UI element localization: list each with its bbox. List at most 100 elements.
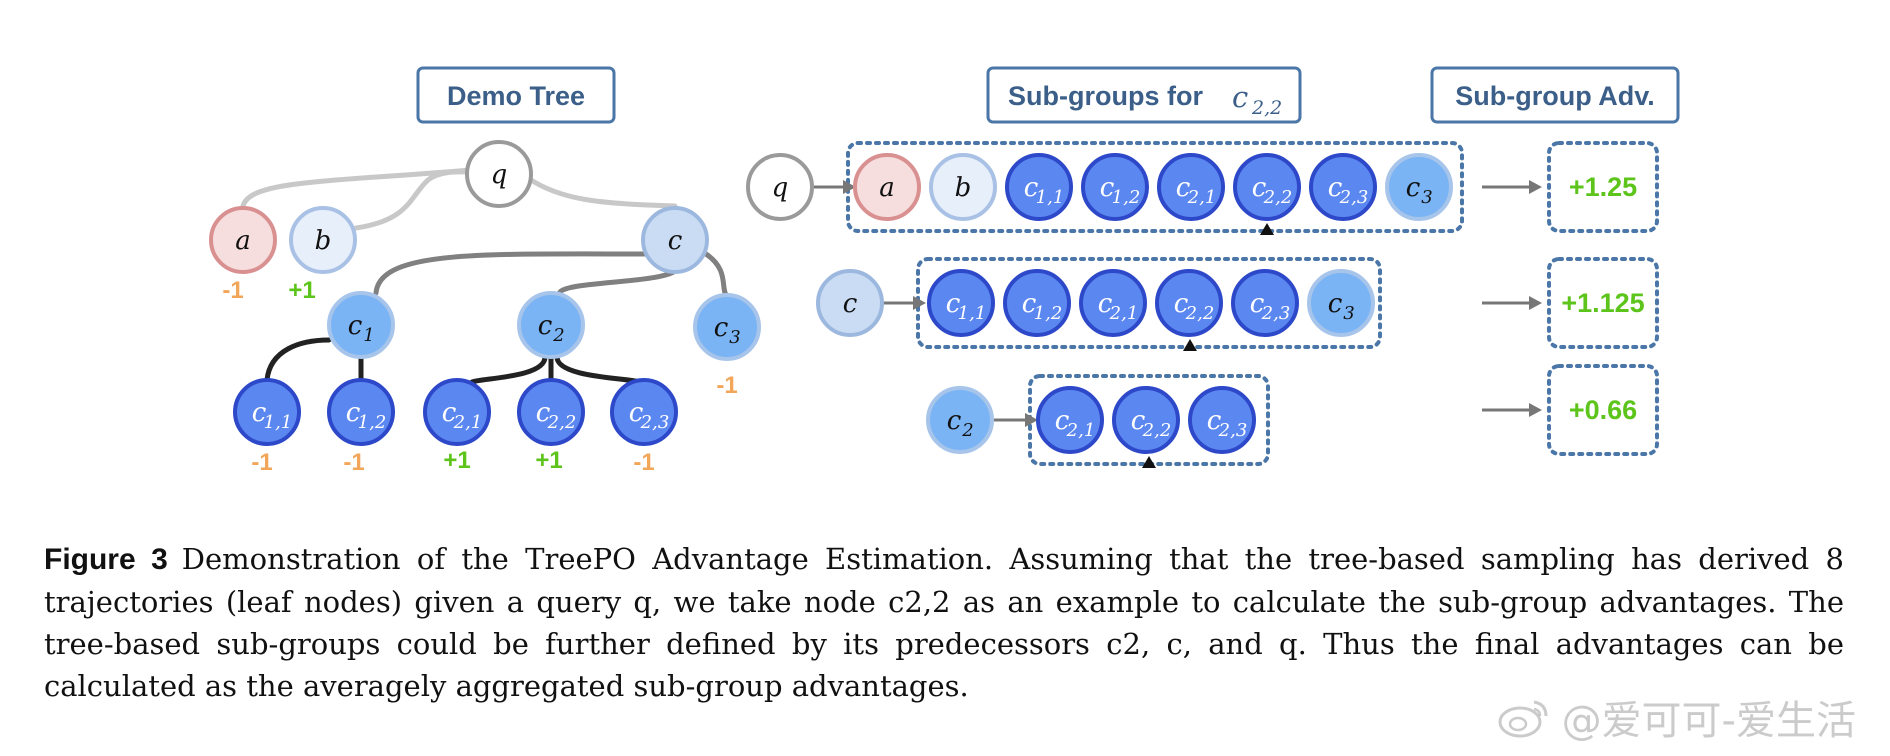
svg-text:c: c: [629, 398, 644, 428]
svg-text:c: c: [538, 311, 553, 341]
subgroup-in-arrow-2: [884, 296, 926, 310]
svg-text:c: c: [442, 398, 457, 428]
reward-c11: -1: [251, 449, 272, 476]
svg-text:1,1: 1,1: [1036, 187, 1065, 208]
svg-text:c: c: [1232, 80, 1248, 114]
svg-text:2,2: 2,2: [1185, 303, 1215, 324]
svg-text:1,1: 1,1: [958, 303, 987, 324]
reward-c12: -1: [343, 449, 364, 476]
subgroup-1-member-2: b: [929, 153, 997, 221]
svg-text:c: c: [1098, 289, 1113, 319]
reward-b: +1: [288, 277, 315, 304]
svg-text:1,2: 1,2: [1112, 187, 1141, 208]
svg-text:c: c: [1328, 173, 1343, 203]
svg-text:c: c: [714, 313, 729, 343]
svg-text:c: c: [843, 289, 858, 319]
svg-text:c: c: [348, 311, 363, 341]
svg-text:c: c: [946, 289, 961, 319]
edge-q-a: [240, 167, 473, 209]
reward-c21: +1: [443, 447, 470, 474]
tree-node-b: b: [289, 206, 357, 274]
advantage-box-1: +1.25: [1547, 141, 1659, 233]
svg-text:Demo Tree: Demo Tree: [447, 81, 585, 111]
svg-text:2,1: 2,1: [1066, 420, 1096, 441]
svg-text:c: c: [536, 398, 551, 428]
svg-text:c: c: [252, 398, 267, 428]
weibo-logo-icon: [1498, 700, 1548, 738]
edge-c-c1: [373, 251, 651, 296]
svg-text:2,3: 2,3: [1339, 187, 1369, 208]
edge-c1-c11: [264, 337, 332, 383]
svg-text:c: c: [1131, 406, 1146, 436]
edge-q-c: [525, 175, 678, 209]
advantage-box-3: +0.66: [1547, 364, 1659, 456]
tree-node-a: a: [209, 206, 277, 274]
svg-text:c: c: [1406, 173, 1421, 203]
reward-c23: -1: [633, 449, 654, 476]
subgroup-out-arrow-1: [1482, 180, 1542, 194]
svg-text:1,2: 1,2: [1034, 303, 1063, 324]
svg-text:1,1: 1,1: [264, 412, 293, 433]
svg-text:1: 1: [363, 325, 374, 346]
svg-text:2,1: 2,1: [1187, 187, 1217, 208]
svg-text:3: 3: [1421, 187, 1432, 208]
advantage-value-2: +1.125: [1561, 288, 1644, 318]
svg-text:2,1: 2,1: [453, 412, 483, 433]
subgroup-3-member-1: c2,1: [1036, 386, 1104, 454]
subgroup-row-2: +1.125: [916, 257, 1659, 351]
subgroup-in-arrow-3: [994, 413, 1038, 427]
advantage-box-2: +1.125: [1547, 257, 1659, 349]
svg-text:2,2: 2,2: [547, 412, 577, 433]
svg-text:2,2: 2,2: [1251, 97, 1282, 119]
tree-node-q: q: [465, 140, 533, 208]
subgroup-1-member-4: c1,2: [1081, 153, 1149, 221]
subgroup-2-member-3: c2,1: [1079, 269, 1147, 337]
svg-text:3: 3: [1343, 303, 1354, 324]
svg-text:c: c: [346, 398, 361, 428]
subgroup-in-arrow-1: [814, 180, 856, 194]
subgroup-1-member-7: c2,3: [1309, 153, 1377, 221]
subgroup-1-member-3: c1,1: [1005, 153, 1073, 221]
edge-q-b: [353, 169, 473, 231]
svg-text:2,2: 2,2: [1263, 187, 1293, 208]
svg-text:Sub-groups for: Sub-groups for: [1008, 81, 1203, 111]
subgroup-1-member-1: a: [853, 153, 921, 221]
reward-c3: -1: [716, 372, 737, 399]
tree-node-c23: c2,3: [610, 378, 678, 446]
svg-text:2,3: 2,3: [1218, 420, 1248, 441]
advantage-value-1: +1.25: [1569, 172, 1637, 202]
subgroup-3-member-2: c2,2: [1112, 386, 1180, 454]
svg-text:b: b: [315, 226, 332, 256]
tree-node-c22: c2,2: [517, 378, 585, 446]
advantage-value-3: +0.66: [1569, 395, 1637, 425]
watermark-text: @爱可可-爱生活: [1561, 698, 1856, 744]
svg-text:2: 2: [552, 325, 564, 346]
svg-text:c: c: [1024, 173, 1039, 203]
subgroup-box-2: [916, 257, 1382, 349]
subgroup-2-member-5: c2,3: [1231, 269, 1299, 337]
tree-node-c12: c1,2: [327, 378, 395, 446]
svg-text:1,2: 1,2: [358, 412, 387, 433]
svg-text:c: c: [1100, 173, 1115, 203]
subgroup-adv-header: Sub-group Adv.: [1430, 66, 1680, 124]
target-marker-icon: [1260, 223, 1274, 235]
subgroup-1-member-5: c2,1: [1157, 153, 1225, 221]
subgroup-2-member-2: c1,2: [1003, 269, 1071, 337]
svg-text:c: c: [1174, 289, 1189, 319]
svg-text:q: q: [772, 173, 789, 203]
watermark: @爱可可-爱生活: [1496, 688, 1856, 746]
svg-text:2: 2: [961, 420, 973, 441]
svg-text:c: c: [1055, 406, 1070, 436]
subgroup-3-member-3: c2,3: [1188, 386, 1256, 454]
edge-c-c3: [703, 251, 730, 299]
caption-text: Demonstration of the TreePO Advantage Es…: [44, 542, 1844, 703]
svg-text:c: c: [1328, 289, 1343, 319]
subgroup-out-arrow-2: [1482, 296, 1542, 310]
svg-text:c: c: [1176, 173, 1191, 203]
